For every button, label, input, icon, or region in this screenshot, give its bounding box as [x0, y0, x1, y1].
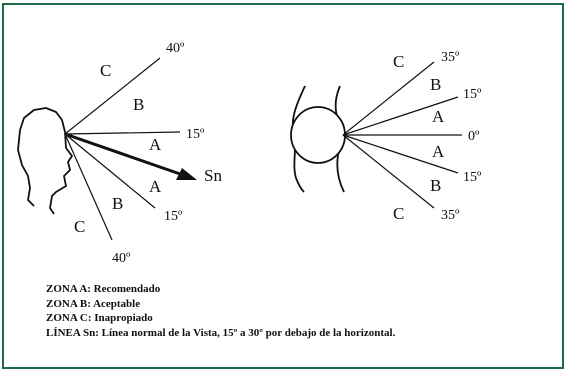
front-head-left: [291, 85, 306, 193]
front-view-rays: [342, 61, 462, 209]
front-ray-35-down: [342, 134, 435, 209]
face-oval: [290, 106, 346, 164]
sn-line: [64, 132, 184, 177]
side-angle-bottom: 40º: [112, 251, 131, 266]
side-zone-a-lower: A: [149, 177, 162, 196]
front-zone-b-upper: B: [430, 75, 441, 94]
front-angle-lower: 15º: [463, 170, 482, 185]
side-angle-top: 40º: [166, 41, 185, 56]
legend-zone-a: ZONA A: Recomendado: [46, 283, 161, 295]
front-zone-a-upper: A: [432, 107, 445, 126]
front-angle-top: 35º: [441, 50, 460, 65]
ray-15-down: [64, 133, 156, 209]
front-zone-b-lower: B: [430, 176, 441, 195]
ray-15-up: [64, 131, 181, 135]
head-profile: [19, 107, 73, 215]
ray-40-down: [64, 133, 113, 241]
side-angle-mid-lower: 15º: [164, 209, 183, 224]
legend-zone-c: ZONA C: Inapropiado: [46, 312, 153, 324]
front-angle-bottom: 35º: [441, 208, 460, 223]
side-angle-mid-upper: 15º: [186, 127, 205, 142]
front-angle-center: 0º: [468, 129, 480, 144]
sn-arrowhead: [176, 168, 197, 180]
legend-line-sn: LÍNEA Sn: Línea normal de la Vista, 15º …: [46, 326, 396, 339]
side-zone-b-upper: B: [133, 95, 144, 114]
figure-frame: [2, 3, 564, 369]
front-ray-15-down: [342, 134, 459, 174]
side-zone-c-upper: C: [100, 61, 111, 80]
side-zone-c-lower: C: [74, 217, 85, 236]
legend: ZONA A: Recomendado ZONA B: Aceptable ZO…: [46, 282, 395, 340]
head-back: [17, 129, 35, 207]
side-zone-a-upper: A: [149, 135, 162, 154]
side-zone-b-lower: B: [112, 194, 123, 213]
front-zone-a-lower: A: [432, 142, 445, 161]
legend-zone-b: ZONA B: Aceptable: [46, 297, 141, 310]
front-ray-15-up: [342, 96, 459, 136]
front-angle-upper: 15º: [463, 87, 482, 102]
front-zone-c-upper: C: [393, 52, 404, 71]
front-zone-c-lower: C: [393, 204, 404, 223]
front-ray-35-up: [342, 61, 435, 136]
side-view-rays: [64, 57, 181, 241]
ray-40-up: [64, 57, 161, 135]
sn-label: Sn: [204, 166, 222, 185]
